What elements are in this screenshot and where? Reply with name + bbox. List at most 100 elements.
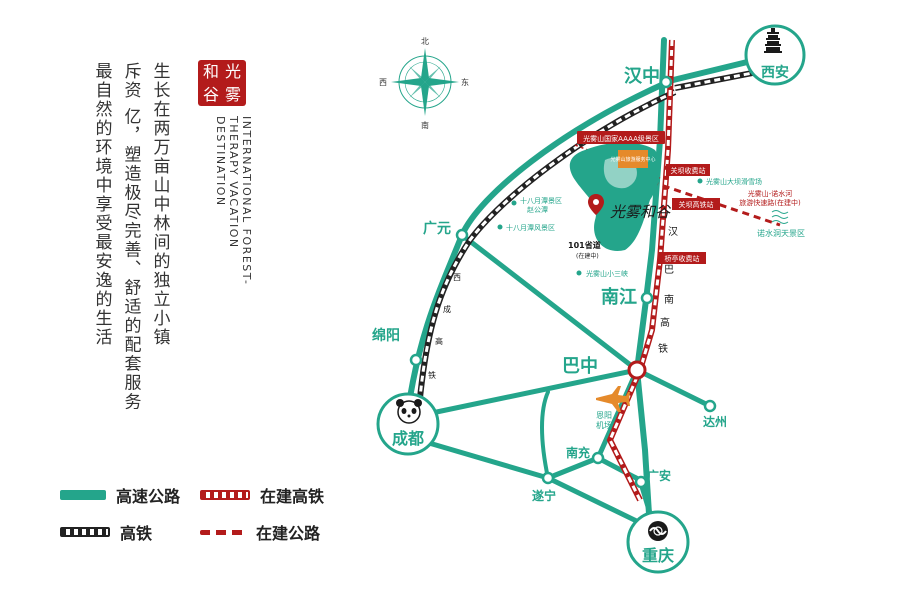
- expressway-chengdu-suining: [409, 435, 551, 481]
- place-nuoshui: 诺水洞天景区: [757, 210, 805, 238]
- city-guangan: 广安: [634, 468, 671, 489]
- chongqing-logo-icon: [648, 521, 668, 541]
- legend-swatch-road-building: [200, 529, 246, 535]
- compass-north: 北: [421, 37, 429, 46]
- svg-text:南: 南: [664, 293, 674, 306]
- expressway-hanzhong-bazhong: [634, 37, 667, 373]
- svg-text:铁: 铁: [428, 370, 436, 380]
- label-guanba-hsr: 关坝高铁站: [672, 198, 720, 210]
- svg-text:南充: 南充: [566, 445, 590, 460]
- compass-west: 西: [379, 78, 387, 87]
- svg-text:关坝高铁站: 关坝高铁站: [679, 200, 714, 209]
- rail-label-han-ba-nan: 汉 巴 南 高 铁: [658, 226, 678, 355]
- seal-char: 谷: [202, 84, 219, 104]
- airport-line2: 机场: [596, 420, 612, 430]
- expressway-guangyuan-bazhong: [459, 232, 640, 373]
- intro-line-2: 斥资 亿，塑造极尽完善、舒适的配套服务: [120, 62, 141, 412]
- svg-text:成都: 成都: [392, 429, 424, 448]
- compass-rose: 北 南 西 东: [379, 37, 469, 130]
- intro-english: INTERNATIONAL FOREST-THERAPY VACATION DE…: [214, 116, 253, 286]
- svg-text:十八月潭风景区: 十八月潭风景区: [506, 223, 555, 232]
- legend-swatch-expressway: [60, 490, 106, 500]
- svg-text:赵公潭: 赵公潭: [527, 205, 548, 214]
- svg-text:汉中: 汉中: [624, 65, 660, 87]
- place-eighteen-pu: 十八月潭风景区: [497, 223, 555, 232]
- svg-text:高: 高: [435, 336, 443, 346]
- svg-text:光雾山小三峡: 光雾山小三峡: [586, 269, 628, 278]
- compass-south: 南: [421, 120, 429, 130]
- svg-text:南江: 南江: [601, 286, 637, 308]
- intro-line-3: 最自然的环境中享受最安逸的生活: [91, 62, 112, 347]
- svg-text:光雾山大坝滑雪场: 光雾山大坝滑雪场: [706, 177, 762, 186]
- scenic-lake: [569, 142, 661, 251]
- label-aaaa: 光雾山国家AAAA级景区: [577, 131, 665, 144]
- city-chongqing: 重庆: [626, 510, 690, 574]
- place-xiaosanxia: 光雾山小三峡: [576, 269, 628, 278]
- legend-label-hsr-building: 在建高铁: [260, 487, 325, 506]
- label-visitor-center: 光雾山旅游服务中心: [610, 150, 656, 168]
- city-hanzhong: 汉中: [624, 65, 673, 89]
- intro-line-1: 生长在两万亩山中林间的独立小镇: [149, 62, 170, 347]
- city-guangyuan: 广元: [423, 220, 469, 242]
- svg-text:重庆: 重庆: [642, 546, 674, 565]
- svg-text:成: 成: [443, 304, 451, 314]
- brand-pin: [588, 194, 604, 215]
- city-chengdu: 成都: [376, 392, 440, 456]
- airport-line1: 恩阳: [596, 411, 612, 420]
- city-nanjiang: 南江: [601, 286, 654, 308]
- svg-text:桥亭收费站: 桥亭收费站: [665, 254, 700, 263]
- svg-text:西: 西: [453, 273, 461, 282]
- svg-text:汉: 汉: [668, 226, 678, 238]
- legend-expressway: 高速公路: [60, 483, 180, 507]
- compass-east: 东: [461, 77, 469, 87]
- legend-road-building: 在建公路: [200, 520, 320, 544]
- legend-swatch-hsr-building: [200, 490, 250, 500]
- label-guanba-toll: 关坝收费站: [666, 164, 710, 176]
- rail-label-xi-cheng: 西 成 高 铁: [428, 273, 461, 380]
- svg-text:铁: 铁: [658, 342, 668, 355]
- city-xian: 西安: [744, 24, 806, 86]
- expressway-chengdu-bazhong: [405, 367, 640, 421]
- svg-text:十八月潭景区: 十八月潭景区: [520, 196, 562, 205]
- seal-char: 雾: [224, 84, 241, 104]
- brand-seal: 和 光 谷 雾: [198, 60, 246, 106]
- expressway-plan-line2: 旅游快速路(在建中): [739, 198, 801, 207]
- label-qiaoting-toll: 桥亭收费站: [658, 252, 706, 264]
- svg-text:巴: 巴: [664, 264, 674, 276]
- panda-icon: [396, 399, 422, 424]
- seal-char: 和: [202, 61, 219, 81]
- seal-char: 光: [224, 61, 241, 81]
- svg-text:绵阳: 绵阳: [372, 327, 400, 344]
- legend-label-road-building: 在建公路: [256, 524, 321, 543]
- legend-hsr: 高铁: [60, 520, 152, 544]
- expressway-bazhong-dazhou: [634, 367, 713, 409]
- legend-hsr-building: 在建高铁: [200, 483, 324, 507]
- expressway-plan-line1: 光雾山-诺水河: [748, 189, 793, 198]
- brand-name: 光雾和谷: [610, 203, 672, 221]
- svg-text:西安: 西安: [761, 64, 789, 81]
- city-dazhou: 达州: [703, 399, 727, 429]
- svg-text:达州: 达州: [703, 414, 727, 429]
- place-ski: 光雾山大坝滑雪场: [697, 177, 762, 186]
- place-eighteen-yue: 十八月潭景区 赵公潭: [511, 196, 562, 214]
- legend-swatch-hsr: [60, 527, 110, 537]
- road-101: 101省道: [568, 240, 601, 250]
- city-bazhong: 巴中: [562, 355, 647, 380]
- legend-label-hsr: 高铁: [120, 524, 153, 543]
- expressway-suining-arc: [540, 390, 550, 480]
- expressway-nanchong-suining: [545, 455, 601, 481]
- airport-icon: [596, 386, 630, 412]
- svg-text:光雾山旅游服务中心: 光雾山旅游服务中心: [610, 156, 655, 163]
- city-suining: 遂宁: [532, 471, 556, 503]
- svg-text:巴中: 巴中: [562, 355, 598, 377]
- hsr-building-network: [606, 39, 675, 502]
- svg-text:遂宁: 遂宁: [532, 488, 556, 503]
- svg-text:关坝收费站: 关坝收费站: [671, 166, 706, 175]
- road-101-sub: (在建中): [576, 252, 599, 260]
- pagoda-icon: [764, 28, 782, 53]
- svg-text:诺水洞天景区: 诺水洞天景区: [757, 228, 805, 238]
- svg-text:广安: 广安: [647, 468, 671, 483]
- svg-text:光雾山国家AAAA级景区: 光雾山国家AAAA级景区: [583, 134, 659, 143]
